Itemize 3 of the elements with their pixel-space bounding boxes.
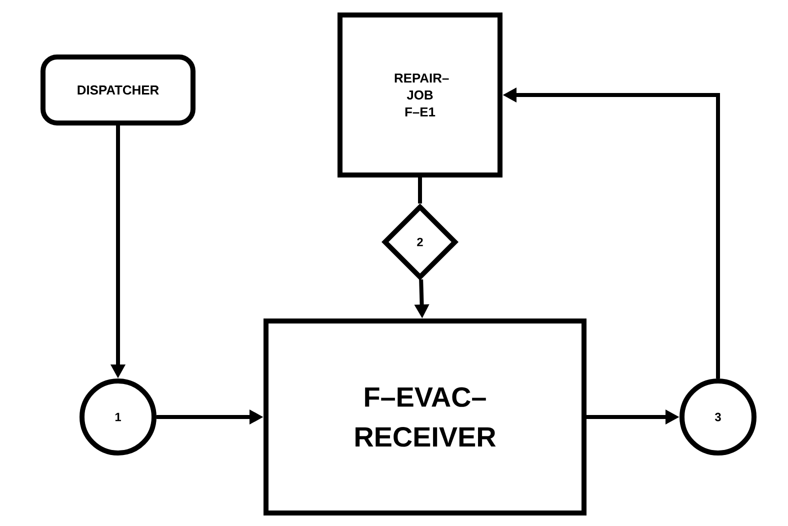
rounded-box: DISPATCHER	[40, 54, 196, 126]
process-box: REPAIR– JOB F–E1	[338, 12, 502, 178]
process-box: F–EVAC– RECEIVER	[264, 318, 586, 516]
